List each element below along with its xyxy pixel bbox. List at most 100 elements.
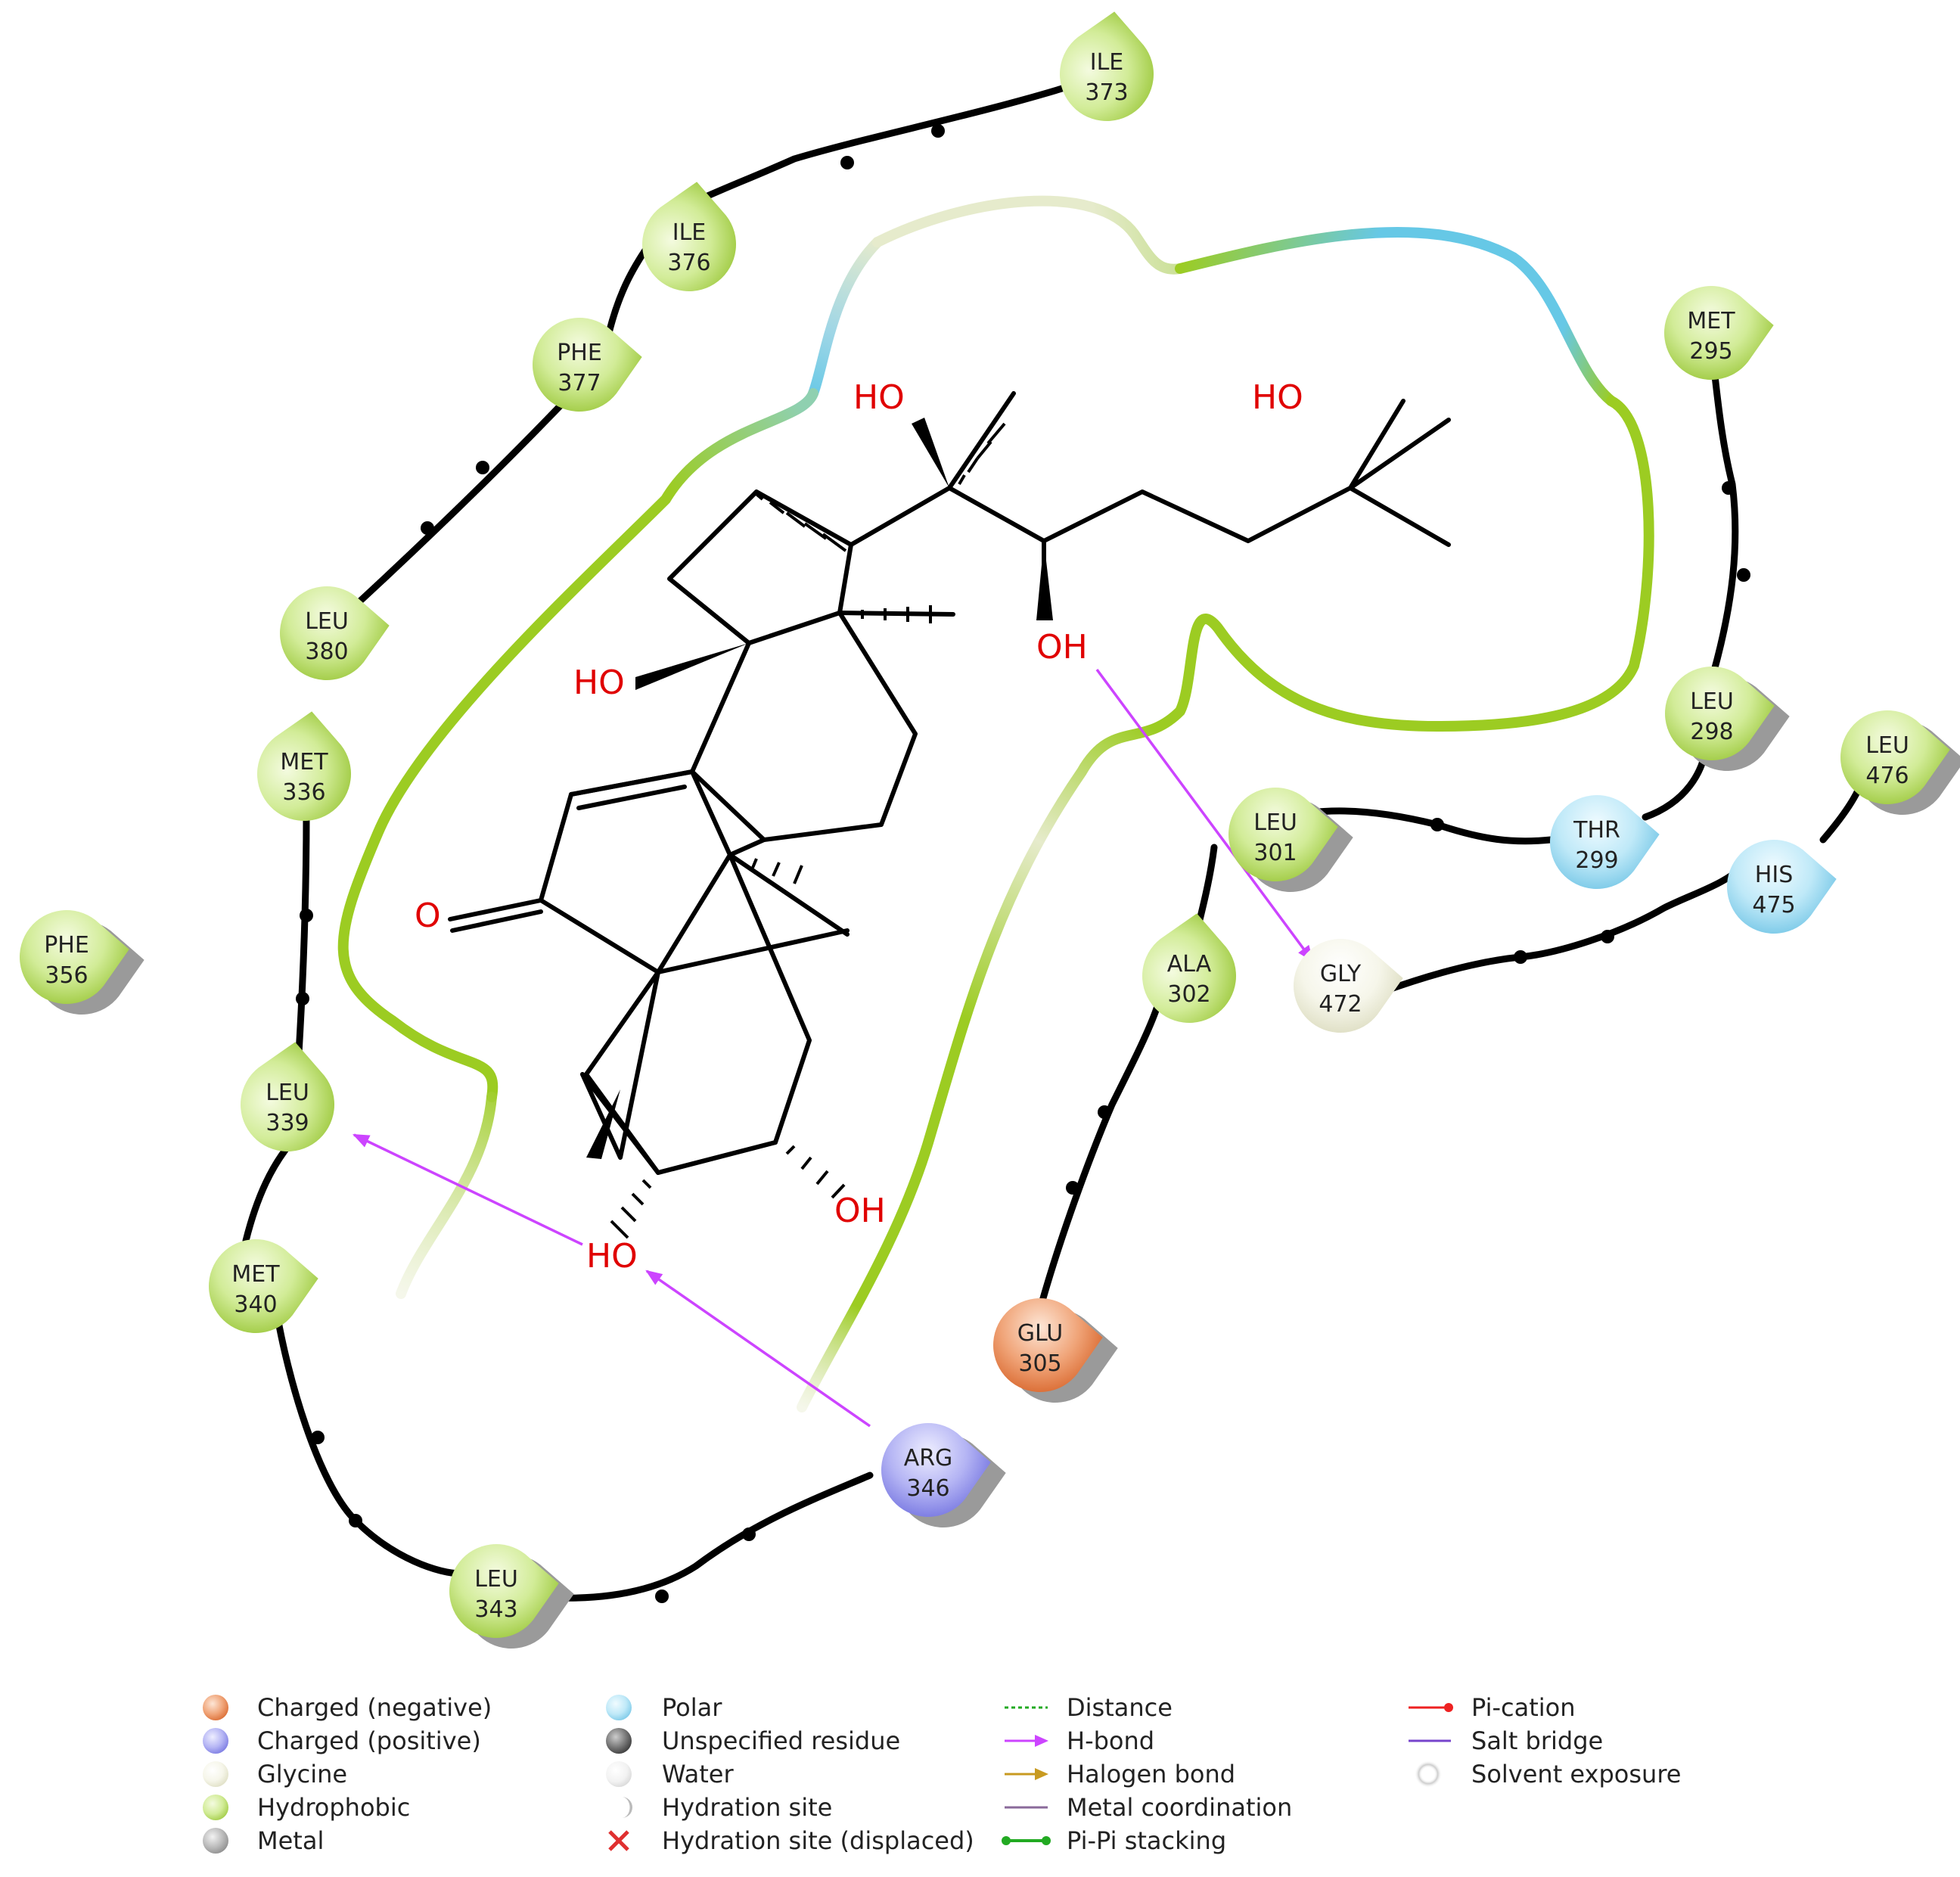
residue-shape: [1228, 788, 1338, 881]
legend-swatch-polar: [606, 1695, 632, 1720]
residue-number: 373: [1085, 79, 1128, 106]
residue-name: ILE: [672, 219, 707, 246]
residue-name: MET: [280, 749, 328, 775]
ligand-stereo: [586, 418, 1053, 1239]
residue-name: ILE: [1090, 49, 1124, 76]
chain-met340-leu343: [272, 1305, 465, 1577]
residue-name: LEU: [305, 608, 349, 635]
residue-shape: [449, 1544, 559, 1638]
residue-name: LEU: [1690, 688, 1734, 715]
legend-label-metal-coordination: Metal coordination: [1067, 1793, 1292, 1822]
residue-number: 343: [474, 1596, 517, 1623]
residue-number: 339: [266, 1110, 309, 1136]
residues: ILE373ILE376PHE377LEU380MET336PHE356LEU3…: [20, 11, 1960, 1649]
residue-number: 299: [1575, 847, 1618, 874]
residue-ile373: ILE 373: [1060, 11, 1154, 121]
atom-ho-top-right: HO: [1252, 378, 1303, 417]
residue-number: 476: [1865, 763, 1909, 789]
legend-swatch-halogen: [1005, 1768, 1048, 1780]
residue-shape: [1840, 710, 1950, 804]
residue-number: 346: [906, 1475, 949, 1502]
residue-name: LEU: [1253, 810, 1297, 836]
residue-number: 301: [1253, 840, 1297, 866]
legend-swatch-hbond: [1005, 1735, 1048, 1747]
legend-swatch-solvent: [1415, 1760, 1442, 1788]
atom-oh-bottom: OH: [834, 1192, 886, 1230]
chain-glu305-ala302: [1036, 1002, 1161, 1313]
legend-label-water: Water: [662, 1760, 734, 1788]
residue-name: LEU: [1865, 732, 1909, 759]
residue-shape: [1060, 11, 1154, 121]
residue-number: 295: [1689, 338, 1732, 365]
residue-number: 380: [305, 639, 348, 665]
residue-number: 340: [234, 1291, 277, 1318]
legend-label-halogen: Halogen bond: [1067, 1760, 1235, 1788]
residue-shape: [533, 318, 642, 412]
residue-name: LEU: [266, 1080, 309, 1106]
legend-label-unspecified: Unspecified residue: [662, 1726, 900, 1755]
residue-name: MET: [231, 1261, 280, 1288]
legend-swatch-unspecified: [606, 1728, 632, 1754]
atom-ho-bottom: HO: [586, 1237, 638, 1276]
hbond-oh-gly472: [1095, 668, 1314, 962]
legend-swatch-metal: [203, 1828, 228, 1854]
residue-leu343: LEU 343: [449, 1544, 574, 1649]
pocket-ribbon: [337, 195, 1654, 1412]
chain-leu339-met340: [242, 1139, 295, 1245]
legend-swatch-hydration-displaced: [608, 1830, 629, 1851]
residue-met340: MET 340: [209, 1239, 318, 1333]
residue-leu339: LEU 339: [241, 1042, 334, 1151]
residue-number: 356: [45, 962, 88, 989]
hbond-arg346-ho: [645, 1269, 871, 1428]
residue-number: 336: [282, 779, 325, 806]
atom-ho-top-left: HO: [853, 378, 905, 417]
legend-label-solvent: Solvent exposure: [1471, 1760, 1681, 1788]
legend-swatch-hydration-site: [622, 1797, 632, 1818]
hbonds: [353, 668, 1314, 1428]
residue-shape: [1550, 795, 1660, 889]
residue-leu298: LEU 298: [1665, 667, 1790, 771]
hbond-ho-leu339: [353, 1133, 583, 1246]
residue-his475: HIS 475: [1727, 840, 1837, 934]
legend-label-pipi: Pi-Pi stacking: [1067, 1826, 1226, 1855]
residue-number: 475: [1752, 892, 1795, 918]
residue-shape: [1294, 939, 1403, 1033]
residue-shape: [1665, 667, 1775, 760]
residue-phe377: PHE 377: [533, 318, 642, 412]
legend: Charged (negative) Charged (positive) Gl…: [203, 1693, 1681, 1855]
legend-label-glycine: Glycine: [257, 1760, 347, 1788]
residue-shape: [241, 1042, 334, 1151]
residue-leu380: LEU 380: [280, 586, 390, 680]
chain-phe377-leu380: [352, 371, 594, 609]
ligand-atom-labels: HO HO OH HO O OH HO: [415, 378, 1303, 1276]
legend-swatch-glycine: [203, 1761, 228, 1787]
atom-ho-ring: HO: [573, 663, 625, 702]
residue-arg346: ARG 346: [881, 1423, 1006, 1527]
residue-name: LEU: [474, 1566, 518, 1593]
residue-name: ARG: [904, 1445, 953, 1471]
legend-label-hydration-site: Hydration site: [662, 1793, 832, 1822]
residue-number: 302: [1167, 981, 1210, 1008]
residue-leu301: LEU 301: [1228, 788, 1353, 892]
residue-shape: [1142, 913, 1236, 1023]
residue-shape: [20, 910, 129, 1004]
legend-swatch-negative: [203, 1695, 228, 1720]
residue-name: GLU: [1017, 1320, 1063, 1347]
residue-name: PHE: [557, 340, 602, 366]
legend-label-salt-bridge: Salt bridge: [1471, 1726, 1603, 1755]
residue-number: 298: [1690, 719, 1733, 745]
residue-glu305: GLU 305: [993, 1298, 1118, 1403]
residue-number: 377: [558, 370, 601, 396]
residue-shape: [1727, 840, 1837, 934]
legend-swatch-hydrophobic: [203, 1795, 228, 1820]
residue-name: HIS: [1755, 862, 1793, 888]
residue-number: 305: [1018, 1350, 1061, 1377]
residue-shape: [209, 1239, 318, 1333]
residue-shape: [280, 586, 390, 680]
